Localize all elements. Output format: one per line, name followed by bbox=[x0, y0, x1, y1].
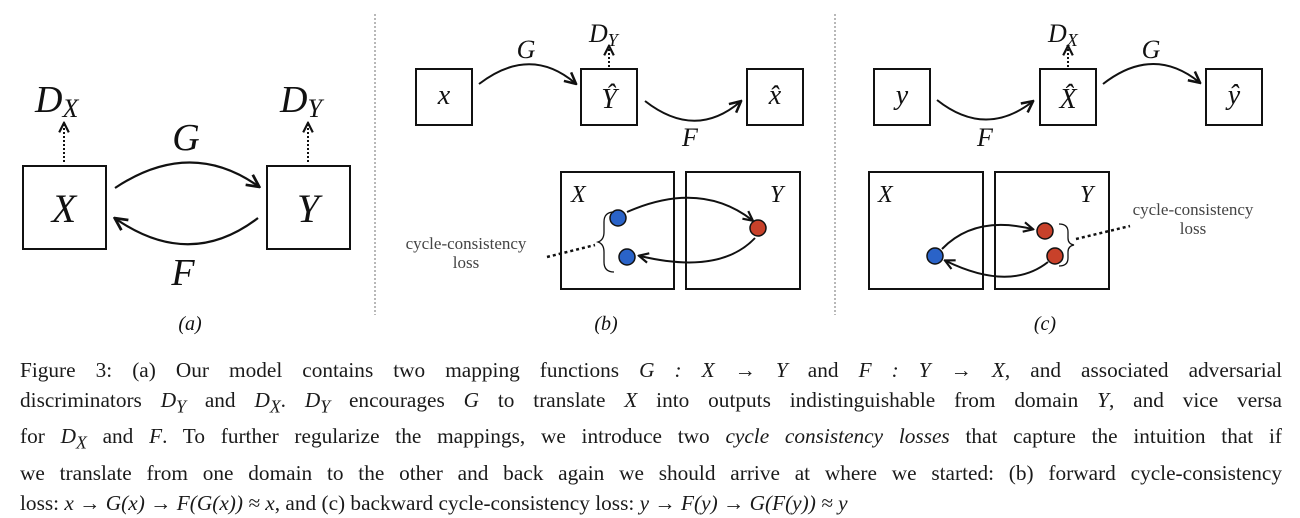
panel-c-caption: (c) bbox=[1034, 313, 1057, 335]
domain-x-label: X bbox=[877, 182, 894, 208]
dx-label: DX bbox=[1047, 19, 1079, 50]
source-point bbox=[926, 247, 944, 265]
arrow-backward bbox=[946, 261, 1049, 278]
emphasis-term: cycle consistency losses bbox=[725, 424, 950, 449]
annotation-line1: cycle-consistency bbox=[406, 234, 527, 253]
caption-line-1: Figure 3: (a) Our model contains two map… bbox=[20, 358, 1282, 382]
panel-a: X Y G F DX DY (a) bbox=[22, 79, 351, 335]
reconstructed-point bbox=[618, 248, 636, 266]
node-y-label: Y bbox=[297, 186, 323, 231]
node-mid-label: Ŷ bbox=[601, 84, 620, 115]
node-output-box bbox=[746, 68, 804, 126]
loss-dotted-line bbox=[546, 243, 596, 259]
figure-diagram: X Y G F DX DY (a) x Ŷ x̂ G F DY X Y bbox=[22, 14, 1263, 335]
node-input-box bbox=[873, 68, 931, 126]
arrow-backward bbox=[640, 237, 756, 264]
arrow-f bbox=[936, 99, 1032, 121]
node-mid-label: X̂ bbox=[1058, 84, 1077, 115]
dx-label: DX bbox=[34, 79, 79, 123]
domain-x-box bbox=[868, 171, 984, 290]
dy-label: DY bbox=[279, 79, 324, 123]
edge-g-label: G bbox=[517, 35, 536, 64]
reconstructed-point bbox=[1046, 247, 1064, 265]
annotation-line1: cycle-consistency bbox=[1133, 200, 1254, 219]
loss-dotted-line bbox=[1075, 224, 1131, 241]
brace bbox=[595, 211, 615, 273]
domain-y-box bbox=[994, 171, 1110, 290]
node-input-box bbox=[415, 68, 473, 126]
edge-f-label: F bbox=[976, 123, 994, 152]
node-y-box bbox=[266, 165, 351, 250]
arrow-g bbox=[1102, 63, 1199, 85]
target-point bbox=[749, 219, 767, 237]
domain-y-label: Y bbox=[1080, 182, 1096, 208]
edge-f-label: F bbox=[170, 252, 195, 294]
annotation-line2: loss bbox=[1180, 219, 1206, 238]
edge-g-label: G bbox=[1142, 35, 1161, 64]
caption-line-2: discriminators DY and DX. DY encourages … bbox=[20, 388, 1282, 417]
panel-a-caption: (a) bbox=[178, 313, 202, 335]
node-output-box bbox=[1205, 68, 1263, 126]
brace bbox=[1058, 223, 1075, 267]
dy-label: DY bbox=[588, 19, 620, 50]
domain-y-box bbox=[685, 171, 801, 290]
target-point bbox=[1036, 222, 1054, 240]
caption-line-5: loss: x → G(x) → F(G(x)) ≈ x, and (c) ba… bbox=[20, 490, 848, 515]
arrow-forward bbox=[626, 196, 752, 220]
domain-x-box bbox=[560, 171, 675, 290]
arrow-forward bbox=[941, 225, 1032, 250]
annotation-line2: loss bbox=[453, 253, 479, 272]
node-x-label: X bbox=[50, 186, 78, 231]
source-point bbox=[609, 209, 627, 227]
panel-b: x Ŷ x̂ G F DY X Y cycle-consistency loss… bbox=[406, 19, 804, 335]
arrow-f bbox=[644, 101, 740, 122]
arrow-f bbox=[116, 218, 259, 246]
panel-c: y X̂ ŷ F G DX X Y cycle-consistency loss… bbox=[868, 19, 1263, 335]
domain-y-label: Y bbox=[770, 182, 786, 208]
edge-f-label: F bbox=[681, 123, 699, 152]
node-mid-box bbox=[1039, 68, 1097, 126]
caption-line-3: for DX and F. To further regularize the … bbox=[20, 424, 1282, 453]
edge-g-label: G bbox=[172, 117, 199, 159]
caption-line-4: we translate from one domain to the othe… bbox=[20, 460, 1282, 485]
figure-caption: Figure 3: (a) Our model contains two map… bbox=[20, 355, 1282, 518]
node-x-box bbox=[22, 165, 107, 250]
node-mid-box bbox=[580, 68, 638, 126]
arrow-g bbox=[478, 63, 575, 84]
node-output-label: x̂ bbox=[768, 80, 782, 111]
domain-x-label: X bbox=[570, 182, 587, 208]
arrow-g bbox=[114, 161, 258, 189]
panel-b-caption: (b) bbox=[594, 313, 618, 335]
node-input-label: y bbox=[893, 80, 909, 111]
node-input-label: x bbox=[437, 80, 451, 111]
node-output-label: ŷ bbox=[1225, 80, 1241, 111]
